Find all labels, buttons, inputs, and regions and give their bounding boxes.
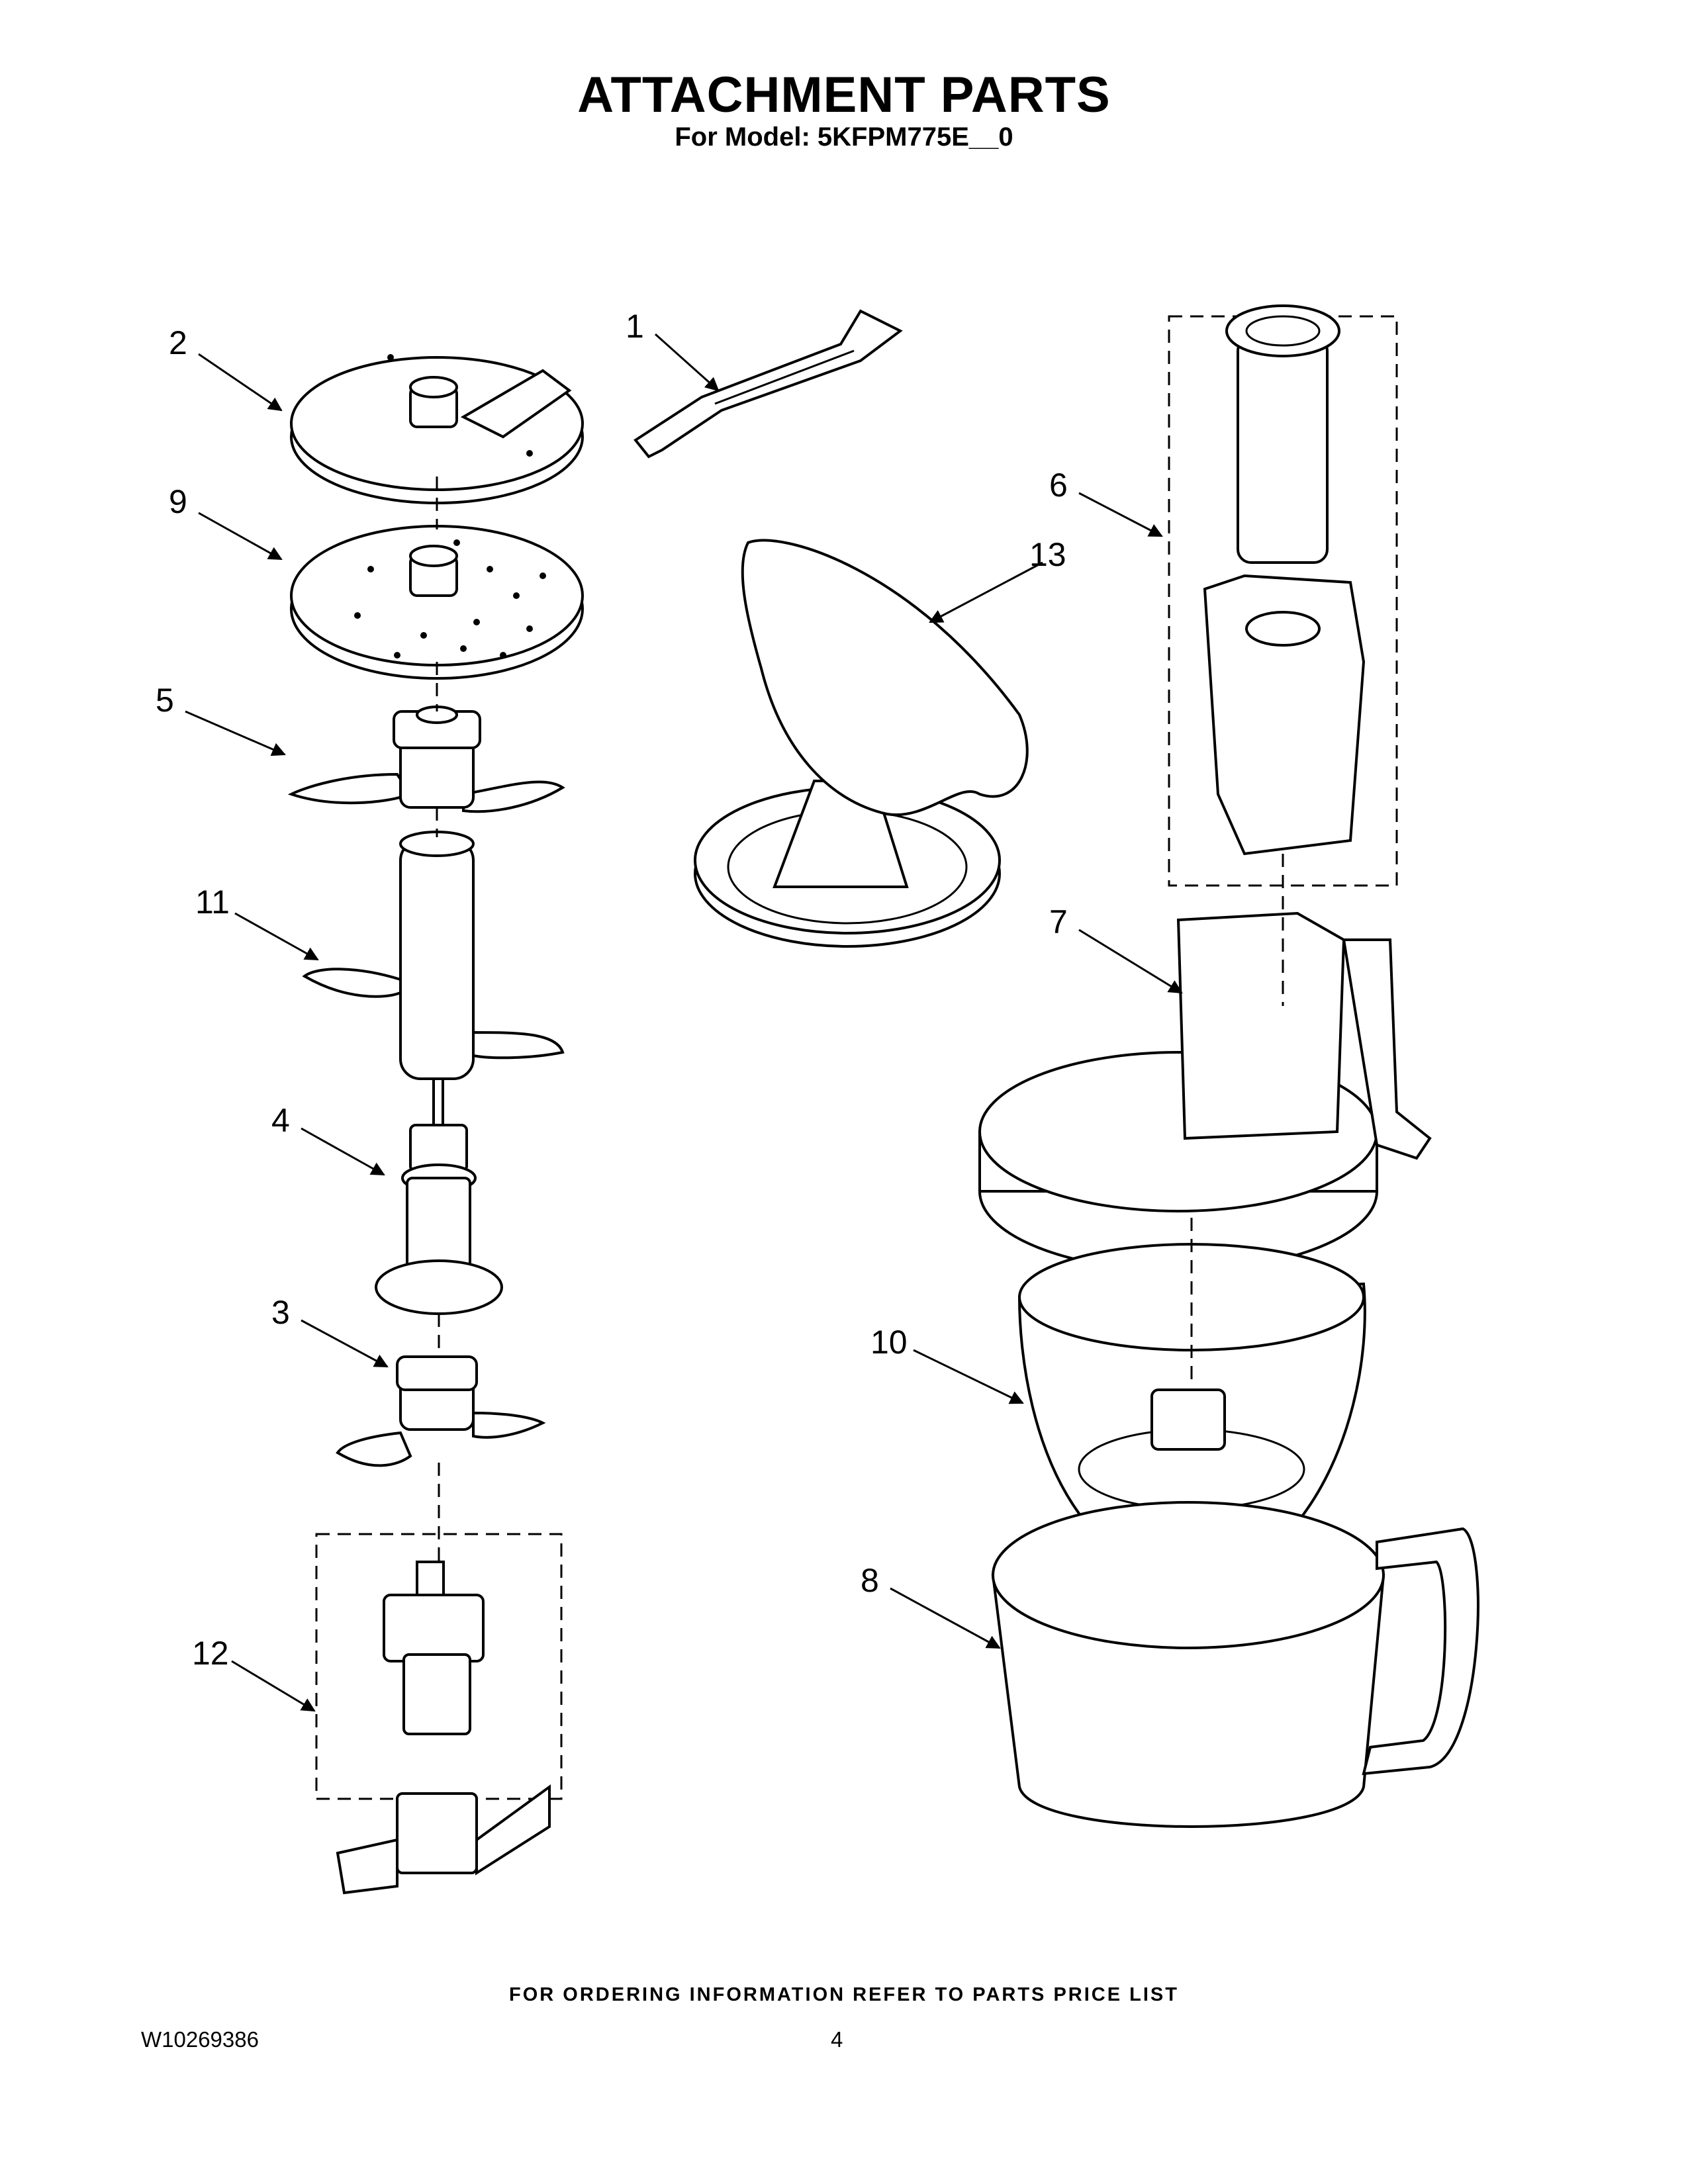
leader-12 bbox=[231, 1660, 316, 1712]
page-number: 4 bbox=[831, 2027, 843, 2052]
part-6-food-pusher bbox=[1203, 304, 1366, 856]
callout-1: 1 bbox=[626, 308, 644, 345]
part-9-shredding-disc bbox=[290, 525, 584, 680]
callout-3: 3 bbox=[271, 1294, 290, 1331]
part-1-spatula bbox=[633, 309, 903, 459]
leader-7 bbox=[1078, 929, 1183, 994]
ordering-note: FOR ORDERING INFORMATION REFER TO PARTS … bbox=[509, 1984, 1179, 2005]
leader-10 bbox=[913, 1349, 1024, 1404]
callout-2: 2 bbox=[169, 324, 187, 361]
part-5-blade bbox=[287, 705, 565, 813]
callout-4: 4 bbox=[271, 1102, 290, 1139]
leader-2 bbox=[198, 353, 283, 412]
leader-3 bbox=[301, 1319, 389, 1368]
leader-11 bbox=[234, 912, 319, 961]
part-4-drive-adapter bbox=[375, 1077, 503, 1315]
part-13-citrus-press bbox=[694, 539, 1029, 948]
leader-4 bbox=[301, 1127, 385, 1176]
part-10-mini-bowl bbox=[1017, 1243, 1366, 1524]
part-8-work-bowl bbox=[991, 1501, 1479, 1828]
callout-8: 8 bbox=[861, 1562, 879, 1599]
document-number: W10269386 bbox=[141, 2027, 259, 2052]
callout-10: 10 bbox=[870, 1324, 908, 1361]
part-2-slicing-disc bbox=[290, 354, 584, 504]
leader-6 bbox=[1078, 492, 1163, 537]
leader-8 bbox=[890, 1587, 1001, 1649]
part-11-long-blade bbox=[302, 831, 565, 1080]
callout-6: 6 bbox=[1049, 467, 1068, 504]
leader-13 bbox=[929, 561, 1043, 623]
leader-9 bbox=[198, 512, 283, 561]
callout-7: 7 bbox=[1049, 903, 1068, 940]
part-12-egg-whip bbox=[336, 1561, 551, 1895]
leader-5 bbox=[185, 710, 286, 756]
callout-11: 11 bbox=[195, 884, 230, 921]
page-title: ATTACHMENT PARTS bbox=[577, 67, 1111, 123]
callout-13: 13 bbox=[1029, 536, 1066, 573]
part-7-bowl-cover bbox=[978, 911, 1432, 1272]
model-subtitle: For Model: 5KFPM775E__0 bbox=[675, 122, 1013, 152]
callout-5: 5 bbox=[156, 682, 174, 719]
leader-1 bbox=[654, 333, 720, 392]
callout-9: 9 bbox=[169, 483, 187, 520]
callout-12: 12 bbox=[192, 1635, 229, 1672]
part-3-mini-blade bbox=[336, 1355, 546, 1467]
